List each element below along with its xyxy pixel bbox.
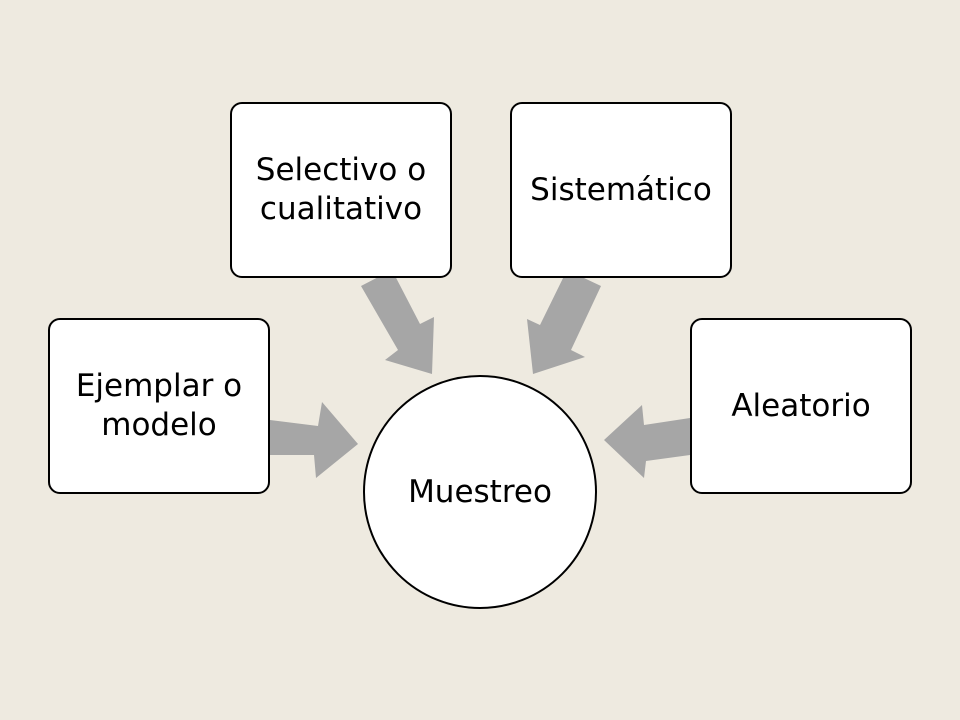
center-node-label: Muestreo	[408, 474, 552, 510]
node-sistematico-label: Sistemático	[530, 171, 712, 208]
center-node-muestreo: Muestreo	[363, 375, 597, 609]
arrow-sistematico-to-muestreo	[527, 270, 601, 374]
arrow-selectivo-to-muestreo	[361, 270, 434, 374]
arrow-aleatorio-to-muestreo	[604, 405, 690, 478]
node-selectivo-label: Selectivo o cualitativo	[255, 152, 427, 227]
arrow-ejemplar-to-muestreo	[270, 402, 358, 478]
node-aleatorio-label: Aleatorio	[731, 387, 871, 424]
node-aleatorio: Aleatorio	[690, 318, 912, 494]
node-ejemplar-label: Ejemplar o modelo	[75, 368, 243, 443]
node-ejemplar: Ejemplar o modelo	[48, 318, 270, 494]
node-selectivo: Selectivo o cualitativo	[230, 102, 452, 278]
node-sistematico: Sistemático	[510, 102, 732, 278]
